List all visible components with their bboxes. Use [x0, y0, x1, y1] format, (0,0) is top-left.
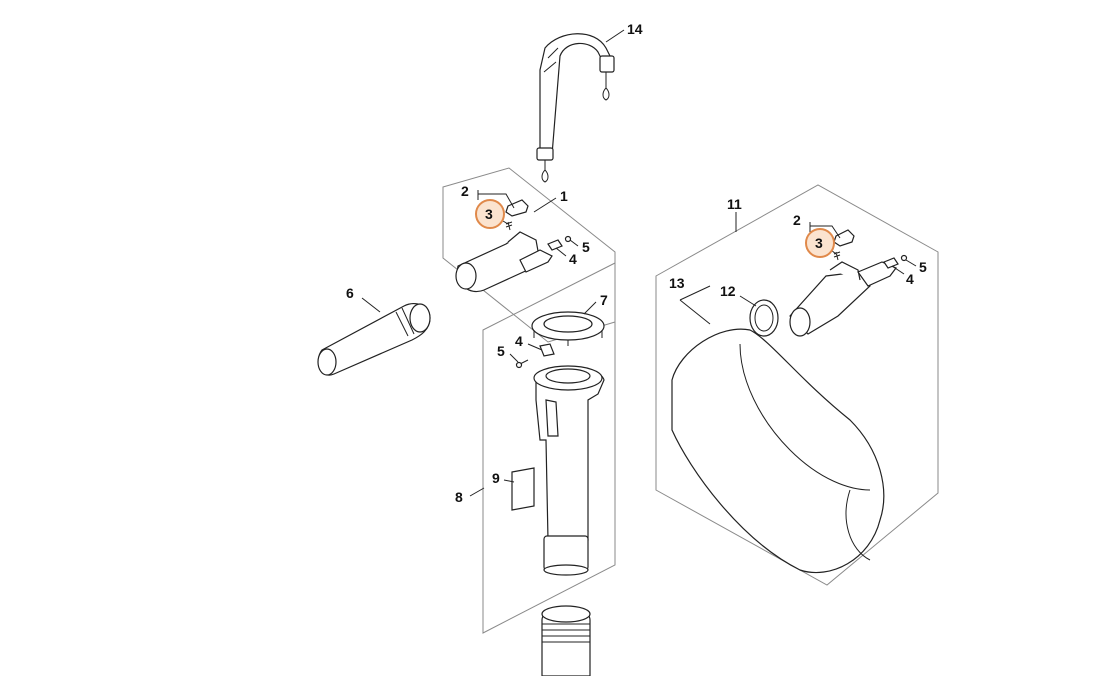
callout-3b[interactable]: 3 [815, 235, 823, 251]
group-frame-8 [482, 262, 616, 634]
leader-5a [569, 239, 579, 247]
callout-5a[interactable]: 5 [582, 239, 590, 255]
callout-2a[interactable]: 2 [461, 183, 469, 199]
clip-2b[interactable] [833, 229, 855, 247]
callout-7[interactable]: 7 [600, 292, 608, 308]
callout-2b[interactable]: 2 [793, 212, 801, 228]
ring-7[interactable] [531, 311, 605, 346]
leader-5c [905, 259, 917, 267]
leader-5b [509, 353, 519, 363]
leader-8 [469, 487, 485, 497]
lower-tube[interactable] [541, 605, 591, 677]
leader-7 [583, 301, 597, 315]
bracket-4c[interactable] [883, 257, 899, 269]
screw-5b[interactable] [515, 359, 529, 369]
leader-4a [555, 247, 567, 257]
leader-12 [739, 295, 757, 307]
callout-8[interactable]: 8 [455, 489, 463, 505]
callout-14[interactable]: 14 [627, 21, 643, 37]
collection-bag-13[interactable] [671, 328, 885, 574]
clamp-ring-12[interactable] [749, 299, 779, 337]
callout-11[interactable]: 11 [727, 196, 742, 212]
bracket-4a[interactable] [547, 239, 563, 251]
callout-4c[interactable]: 4 [906, 271, 914, 287]
leader-2a [477, 190, 515, 209]
clip-2a[interactable] [505, 199, 529, 217]
callout-1[interactable]: 1 [560, 188, 568, 204]
leader-1 [533, 197, 557, 213]
bracket-4b[interactable] [539, 343, 555, 357]
highlight-marker-3a[interactable] [475, 199, 505, 229]
label-9[interactable] [511, 467, 535, 511]
callout-5c[interactable]: 5 [919, 259, 927, 275]
callout-9[interactable]: 9 [492, 470, 500, 486]
callout-4a[interactable]: 4 [569, 251, 577, 267]
highlight-marker-3b[interactable] [805, 228, 835, 258]
callout-12[interactable]: 12 [720, 283, 736, 299]
callout-4b[interactable]: 4 [515, 333, 523, 349]
callout-13[interactable]: 13 [669, 275, 685, 291]
shoulder-strap[interactable] [536, 33, 615, 183]
callout-5b[interactable]: 5 [497, 343, 505, 359]
group-frame-11 [655, 184, 939, 586]
leader-14 [605, 29, 625, 43]
leader-4c [891, 265, 905, 275]
screw-5c[interactable] [900, 254, 908, 262]
callout-6[interactable]: 6 [346, 285, 354, 301]
adapter-1[interactable] [455, 231, 553, 293]
suction-tube-8[interactable] [533, 365, 605, 576]
leader-9 [503, 479, 515, 483]
leader-13 [679, 285, 711, 325]
leader-2b [809, 222, 841, 239]
blower-tube-6[interactable] [317, 303, 431, 376]
screw-5a[interactable] [564, 235, 572, 243]
leader-4b [527, 343, 543, 351]
intake-nozzle[interactable] [789, 261, 897, 337]
callout-3a[interactable]: 3 [485, 206, 493, 222]
leader-6 [361, 297, 381, 313]
